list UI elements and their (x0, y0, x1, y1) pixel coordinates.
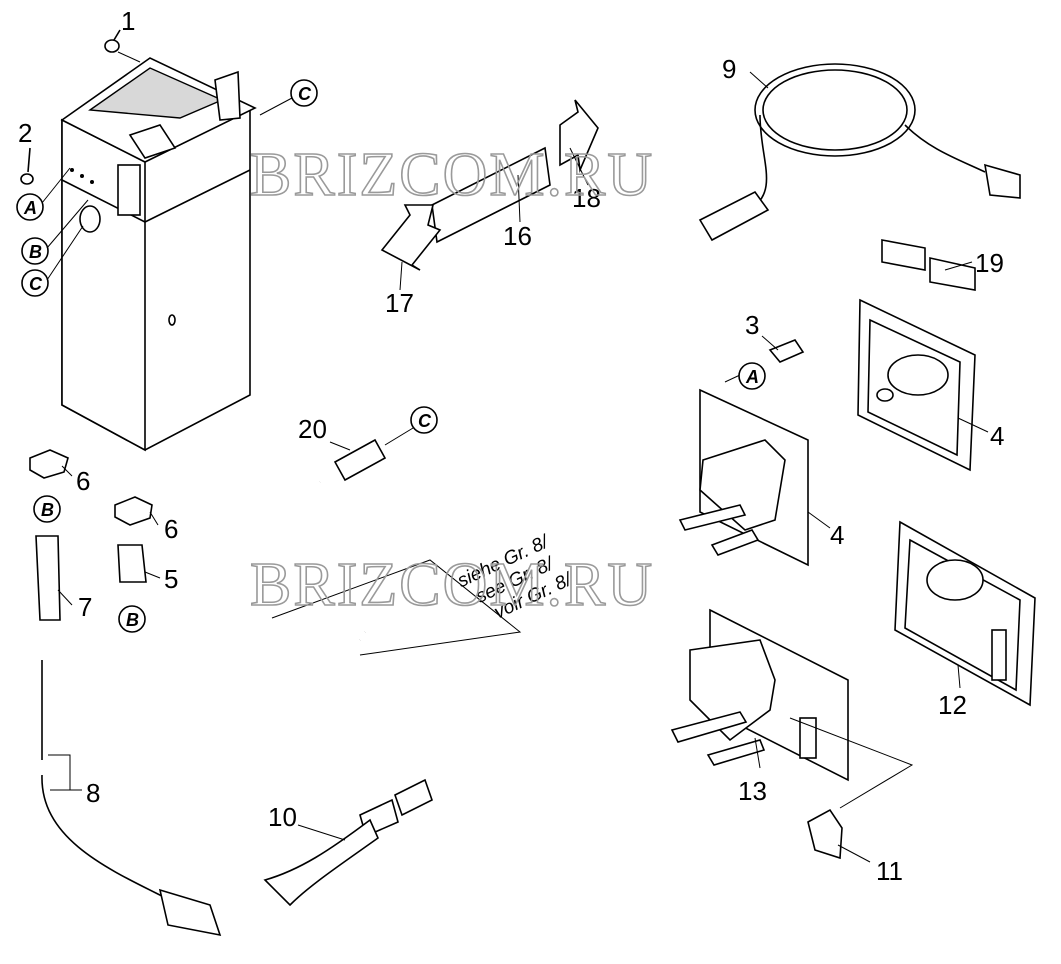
part-18-arrow-label (559, 99, 599, 173)
part-number-11: 11 (876, 856, 903, 886)
svg-text:B: B (41, 500, 54, 520)
callout-circle-c-tank: C (290, 79, 318, 107)
part-3-screw (768, 339, 805, 363)
callout-circle-b-part-5: B (118, 605, 146, 633)
part-number-4-upper: 4 (990, 421, 1004, 451)
part-number-5: 5 (164, 564, 178, 594)
part-number-4-middle: 4 (830, 520, 844, 550)
part-number-6-right: 6 (164, 514, 178, 544)
svg-text:B: B (126, 610, 139, 630)
part-number-16: 16 (503, 221, 532, 251)
svg-text:A: A (745, 367, 759, 387)
part-17-arrow-label (380, 204, 442, 271)
part-10-hose (238, 477, 496, 907)
svg-text:B: B (29, 242, 42, 262)
part-19-block-b (929, 257, 976, 291)
callout-circle-c-part-20: C (410, 406, 438, 434)
part-number-7: 7 (78, 592, 92, 622)
svg-text:C: C (298, 84, 312, 104)
part-number-10: 10 (268, 802, 297, 832)
part-number-9: 9 (722, 54, 736, 84)
part-5-adapter (117, 544, 147, 583)
part-number-17: 17 (385, 288, 414, 318)
part-number-18: 18 (572, 183, 601, 213)
part-9-power-cord (698, 63, 1021, 242)
part-6-nut-right (114, 496, 153, 526)
svg-text:C: C (29, 274, 43, 294)
part-number-12: 12 (938, 690, 967, 720)
part-8-cable-plug (41, 660, 222, 937)
part-2-cap (20, 173, 34, 185)
callout-circle-b-tank: B (21, 237, 49, 265)
part-number-3: 3 (745, 310, 759, 340)
watermark-middle: BRIZCOM.RU (250, 551, 654, 619)
part-13-holder (670, 608, 849, 782)
part-number-6-left: 6 (76, 466, 90, 496)
part-1-cap (104, 39, 120, 53)
watermark-top: BRIZCOM.RU (250, 141, 654, 209)
svg-text:A: A (23, 198, 37, 218)
svg-text:C: C (418, 411, 432, 431)
part-number-2: 2 (18, 118, 32, 148)
part-19-block-a (881, 239, 926, 271)
callout-circle-a-tank: A (16, 193, 44, 221)
part-6-nut-left (29, 449, 69, 479)
part-number-19: 19 (975, 248, 1004, 278)
part-number-13: 13 (738, 776, 767, 806)
part-7-fitting (35, 535, 61, 621)
part-12-plate (894, 520, 1036, 707)
part-11-knob (807, 808, 843, 860)
callout-circle-c-tank-low: C (21, 269, 49, 297)
callout-circle-b-left-6: B (33, 495, 61, 523)
part-4-mounting-plate-back (857, 298, 976, 472)
part-20-sleeve (333, 438, 387, 482)
part-number-1: 1 (121, 6, 135, 36)
part-4-holder (678, 388, 809, 567)
part-number-8: 8 (86, 778, 100, 808)
part-number-20: 20 (298, 414, 327, 444)
tank-body (60, 57, 257, 452)
callout-circle-a-part-3: A (738, 362, 766, 390)
